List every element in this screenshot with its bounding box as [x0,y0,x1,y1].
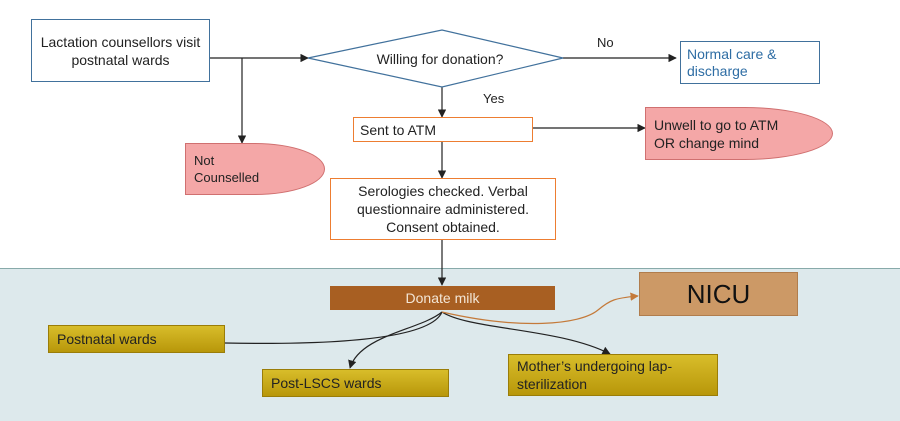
node-unwell: Unwell to go to ATM OR change mind [645,107,833,160]
node-not-counselled: Not Counselled [185,143,325,195]
edge-postnatal [224,311,443,344]
node-postnatal-wards: Postnatal wards [48,325,225,353]
node-nicu: NICU [639,272,798,316]
nicu-text: NICU [686,278,751,309]
edge-mothers [441,311,611,355]
serologies-text: Serologies checked. Verbal questionnaire… [357,183,529,235]
mothers-text: Mother’s undergoing lap-sterilization [517,358,673,392]
node-mothers-lap-sterilization: Mother’s undergoing lap-sterilization [508,354,718,396]
postnatal-text: Postnatal wards [57,331,157,347]
node-donate-milk: Donate milk [330,286,555,310]
normal-care-text: Normal care & discharge [687,45,777,79]
node-serologies: Serologies checked. Verbal questionnaire… [330,178,556,240]
edge-nicu [441,292,639,325]
node-willing-label: Willing for donation? [340,47,540,71]
not-counselled-text: Not Counselled [194,153,260,185]
post-lscs-text: Post-LSCS wards [271,375,382,391]
willing-text: Willing for donation? [376,51,504,67]
lactation-text: Lactation counsellors visit postnatal wa… [40,33,201,68]
node-lactation-counsellors: Lactation counsellors visit postnatal wa… [31,19,210,82]
edge-post-lscs [348,311,443,369]
donate-text: Donate milk [405,290,480,306]
label-yes: Yes [483,91,505,106]
node-sent-to-atm: Sent to ATM [353,117,533,142]
label-no: No [597,35,614,50]
decision-diamond [307,29,564,88]
node-post-lscs-wards: Post-LSCS wards [262,369,449,397]
node-normal-care: Normal care & discharge [680,41,820,84]
sent-atm-text: Sent to ATM [360,121,436,138]
unwell-text: Unwell to go to ATM OR change mind [654,116,779,151]
